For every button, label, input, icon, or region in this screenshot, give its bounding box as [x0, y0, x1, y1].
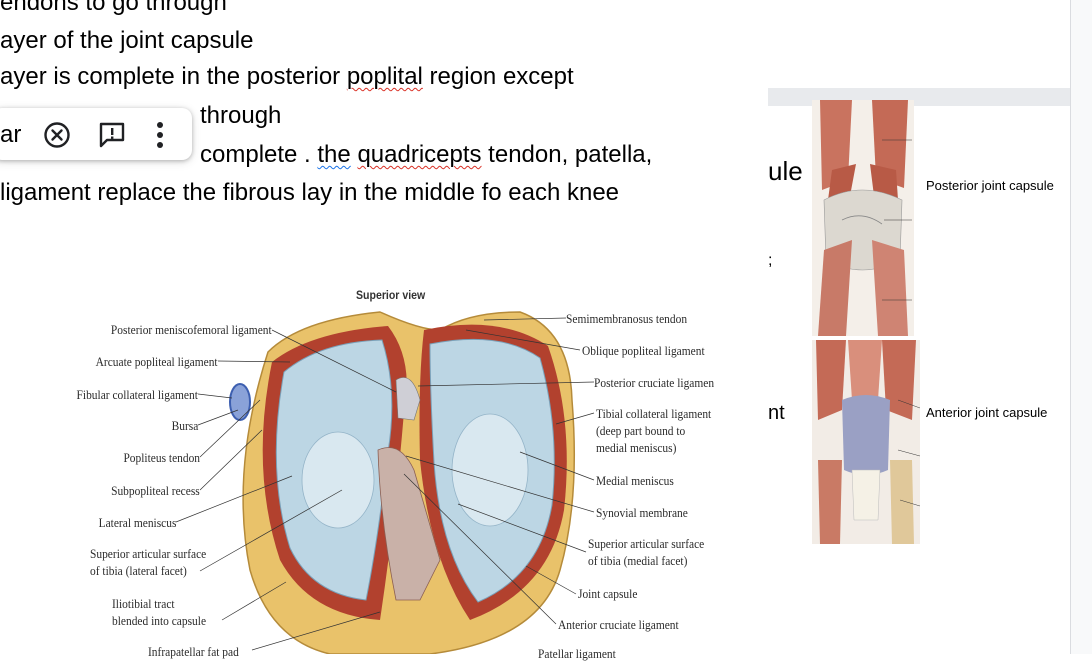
doc-line-1: endons to go through	[0, 0, 227, 16]
diagram-label-right: Anterior cruciate ligament	[558, 617, 679, 632]
diagram-label-left: Fibular collateral ligament	[76, 387, 198, 402]
spell-error-word[interactable]: quadricepts	[357, 141, 482, 168]
feedback-icon[interactable]	[96, 119, 128, 151]
doc-line-4: through	[200, 102, 282, 129]
diagram-label-left: Subpopliteal recess	[111, 483, 200, 498]
slide-partial-text: ule	[768, 156, 803, 186]
slide-partial-text: ;	[768, 252, 773, 269]
diagram-label-right: Semimembranosus tendon	[566, 311, 688, 326]
doc-line-3: ayer is complete in the posterior poplit…	[0, 62, 574, 92]
diagram-title: Superior view	[356, 288, 426, 302]
doc-text: ayer is complete in the posterior	[0, 63, 347, 90]
diagram-label-left: Bursa	[171, 418, 198, 433]
diagram-label-right: Superior articular surface	[588, 536, 705, 551]
anterior-knee-image	[812, 340, 920, 544]
diagram-label-left: Lateral meniscus	[98, 515, 176, 530]
diagram-label-left: Iliotibial tract	[112, 596, 175, 611]
spell-error-word[interactable]: poplital	[346, 63, 423, 90]
floating-toolbar: ar	[0, 108, 192, 160]
diagram-label-right: Medial meniscus	[596, 473, 674, 488]
diagram-label-left: Posterior meniscofemoral ligament	[111, 322, 272, 337]
toolbar-partial-label: ar	[0, 121, 22, 148]
doc-line-5: complete . the quadricepts tendon, patel…	[200, 140, 652, 170]
diagram-label-left: of tibia (lateral facet)	[90, 563, 187, 578]
slide-partial-text: nt	[768, 402, 785, 424]
diagram-label-left: Superior articular surface	[90, 546, 207, 561]
diagram-label-left: Arcuate popliteal ligament	[96, 354, 218, 369]
diagram-label-left: blended into capsule	[112, 613, 207, 628]
posterior-caption: Posterior joint capsule	[926, 178, 1054, 193]
close-circle-icon[interactable]	[41, 119, 73, 151]
doc-line-6: ligament replace the fibrous lay in the …	[0, 179, 620, 206]
doc-text: tendon, patella,	[481, 141, 653, 168]
posterior-knee-image	[812, 100, 914, 336]
doc-text: region except	[422, 63, 574, 90]
diagram-label-left: Popliteus tendon	[123, 450, 200, 465]
diagram-label-left: Infrapatellar fat pad	[148, 644, 239, 659]
diagram-label-right: Posterior cruciate ligamen	[594, 375, 715, 390]
diagram-label-right: medial meniscus)	[596, 440, 677, 455]
doc-line-2: ayer of the joint capsule	[0, 27, 254, 54]
diagram-label-right: of tibia (medial facet)	[588, 553, 688, 568]
anterior-caption: Anterior joint capsule	[926, 405, 1048, 420]
knee-superior-view-diagram	[175, 311, 595, 654]
diagram-label-right: Tibial collateral ligament	[596, 406, 712, 421]
diagram-label-right: Joint capsule	[578, 586, 638, 601]
diagram-label-right: Oblique popliteal ligament	[582, 343, 705, 358]
diagram-label-right: Synovial membrane	[596, 505, 688, 520]
grammar-word[interactable]: the	[317, 141, 351, 168]
doc-text: complete .	[200, 141, 318, 168]
diagram-label-right: (deep part bound to	[596, 423, 686, 438]
scrollbar-track[interactable]	[1070, 0, 1092, 654]
more-vert-icon[interactable]	[144, 119, 176, 151]
